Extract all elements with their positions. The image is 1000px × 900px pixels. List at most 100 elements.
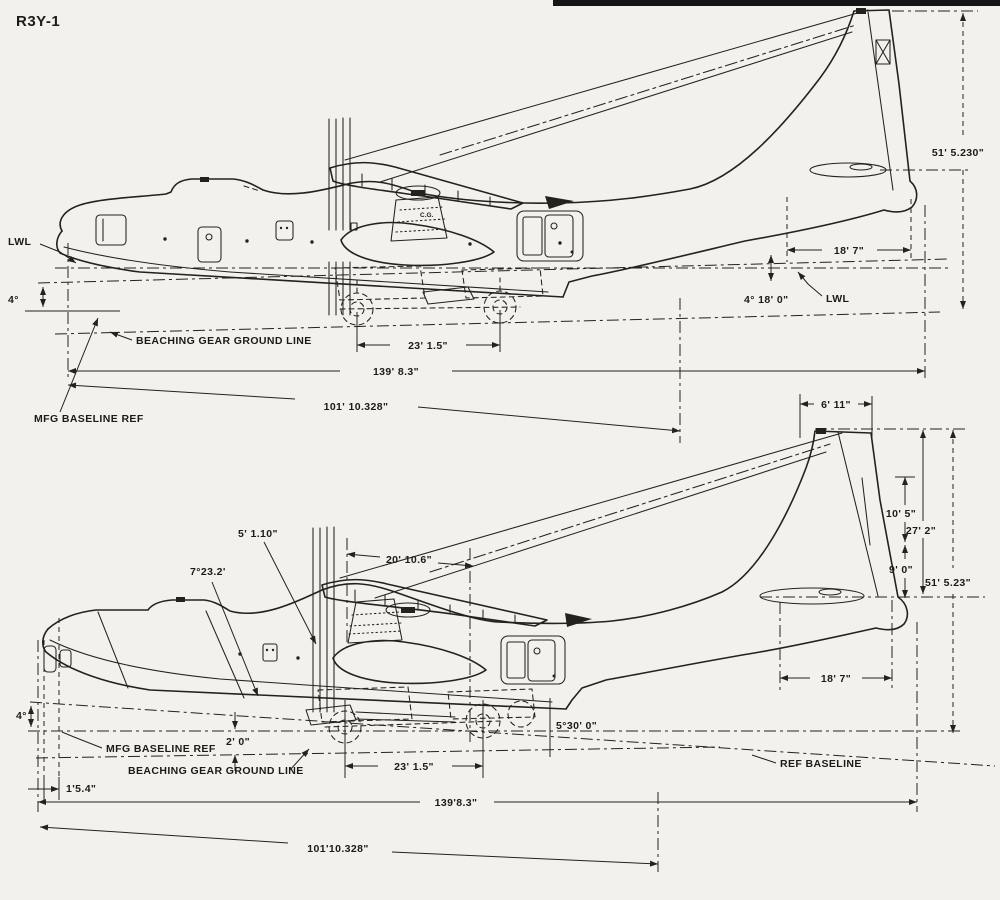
ground-line-lower [35, 746, 721, 759]
fin-upper-label-lower: 10' 5" [886, 508, 916, 520]
fuselage-outline-lower [47, 430, 909, 710]
lwl-left-label-upper: LWL [8, 236, 32, 248]
cargo-door-lower [500, 635, 566, 685]
pylon-lower [347, 598, 403, 644]
cargo-door-window-upper [550, 222, 558, 230]
far-wingtip-upper [545, 196, 574, 209]
upper-dimensions: 51' 5.230" 18' 7" LWL 4° 18' 0" LWL 4° B… [8, 13, 984, 434]
ground-line-leader-upper [109, 331, 133, 341]
hull-length-dim-left-upper [67, 382, 296, 400]
upper-side-view: C.G. 51' 5.230" 18' 7" LWL [8, 8, 984, 443]
nacelle-lower [332, 639, 487, 685]
hull-keel-lower [42, 628, 567, 710]
hull-length-dim-left-lower [39, 824, 289, 844]
fin-tip-label-lower: 6' 11" [821, 399, 851, 411]
tailplane-upper [809, 162, 887, 178]
wing-chord-dim-left-lower [346, 551, 381, 558]
wing-diagonal-centerline-lower [429, 443, 831, 573]
rudder-tab-box-upper [875, 39, 891, 65]
pylon-texture-upper [395, 206, 447, 233]
cargo-door-panel-left-lower [506, 641, 526, 679]
nacelle-intake-lower [385, 602, 431, 618]
baseline-ref-label-lower: MFG BASELINE REF [106, 743, 216, 755]
sternpost-angle-label-lower: 5°30' 0" [556, 720, 597, 732]
height-dim-label-upper: 51' 5.230" [932, 147, 984, 159]
wing-chord-dim-right-lower [437, 562, 474, 569]
cargo-door-panel-right-upper [544, 214, 574, 258]
porthole-dots-upper [163, 226, 574, 254]
lwl-left-leader-upper [39, 243, 77, 264]
hull-length-label-lower: 101'10.328" [307, 843, 369, 855]
ref-baseline-lower [29, 701, 996, 767]
gear-spacing-label-upper: 23' 1.5" [408, 340, 448, 352]
bow-hatch-upper [95, 214, 127, 246]
pylon-texture-lower [348, 611, 403, 635]
wing-outline-lower [321, 578, 548, 627]
lower-reference-lines [28, 428, 996, 872]
keel-angle-label-lower: 4° [16, 710, 27, 722]
baseline-ref-label-upper: MFG BASELINE REF [34, 413, 144, 425]
canopy-hatch-upper [200, 177, 209, 182]
cargo-door-upper [516, 210, 584, 262]
escape-hatch-lower [262, 643, 278, 662]
hull-length-label-upper: 101' 10.328" [324, 401, 389, 413]
wing-chord-label-lower: 20' 10.6" [386, 554, 432, 566]
gear-fairing-lower [305, 704, 456, 726]
length-ext-lower [37, 622, 918, 812]
lwl-right-leader-upper [797, 271, 823, 297]
canopy-hatch-lower [176, 597, 185, 602]
ref-baseline-label-lower: REF BASELINE [780, 758, 862, 770]
hull-chine-upper [63, 246, 549, 293]
lower-dimensions: 6' 11" 10' 5" 27' 2" 9' 0" 51' 5.23" 5' … [16, 394, 971, 867]
baseline-ref-leader-upper [59, 317, 99, 413]
ref-baseline-leader-lower [751, 754, 777, 764]
rudder-hinge-upper [867, 11, 894, 191]
gear-spacing-label-lower: 23' 1.5" [394, 761, 434, 773]
nacelle-intake-upper [395, 185, 441, 201]
nacelle-upper [340, 221, 495, 267]
tailplane-bullet-lower [818, 588, 842, 596]
fuselage-outline-upper [59, 9, 918, 298]
propeller-disc-lines-lower [312, 526, 335, 713]
fin-cap-mark-lower [816, 428, 826, 434]
rudder-tab-cross-upper [875, 39, 891, 65]
cargo-door-panel-left-upper [522, 216, 543, 256]
ground-line-label-upper: BEACHING GEAR GROUND LINE [136, 335, 312, 347]
tail-height-label-lower: 27' 2" [906, 525, 936, 537]
overall-length-label-upper: 139' 8.3" [373, 366, 419, 378]
tail-chord-label-lower: 18' 7" [821, 673, 851, 685]
bow-angle-leader-lower [211, 581, 259, 697]
nose-offset-label-lower: 1'5.4" [66, 783, 96, 795]
fin-lower-label-lower: 9' 0" [889, 564, 913, 576]
wing-diagonal-2-upper [379, 31, 853, 183]
hull-length-dim-right-upper [417, 406, 681, 434]
hull-chine-lower [49, 639, 553, 703]
wing-diagonal-centerline-upper [439, 24, 857, 156]
bow-angle-label-lower: 7°23.2' [190, 566, 226, 578]
tail-chord-label-upper: 18' 7" [834, 245, 864, 257]
cargo-door-panel-right-lower [527, 639, 556, 682]
nose-ext-lower [43, 618, 60, 800]
hull-length-dim-right-lower [391, 851, 659, 867]
pylon-upper [390, 196, 448, 242]
drawing-title: R3Y-1 [16, 13, 60, 30]
escape-hatch-upper [275, 220, 294, 241]
nacelle-intake-core-lower [401, 607, 415, 613]
bow-window-lower [59, 649, 72, 668]
ground-line-leader-lower [289, 748, 310, 771]
forward-door-window-upper [205, 233, 213, 241]
lower-aircraft [42, 428, 909, 744]
overall-length-label-lower: 139'8.3" [435, 797, 478, 809]
keel-angle-label-upper: 4° [8, 294, 19, 306]
prop-clearance-label-lower: 5' 1.10" [238, 528, 278, 540]
prop-clearance-leader-lower [263, 541, 317, 645]
wing-diagonal-1-upper [344, 9, 869, 161]
cg-label-upper: C.G. [420, 212, 434, 219]
propeller-disc-lines-upper [328, 117, 351, 316]
far-wingtip-lower [565, 613, 592, 627]
baseline-offset-label-lower: 2' 0" [226, 736, 250, 748]
wing-diagonal-1-lower [339, 432, 843, 579]
